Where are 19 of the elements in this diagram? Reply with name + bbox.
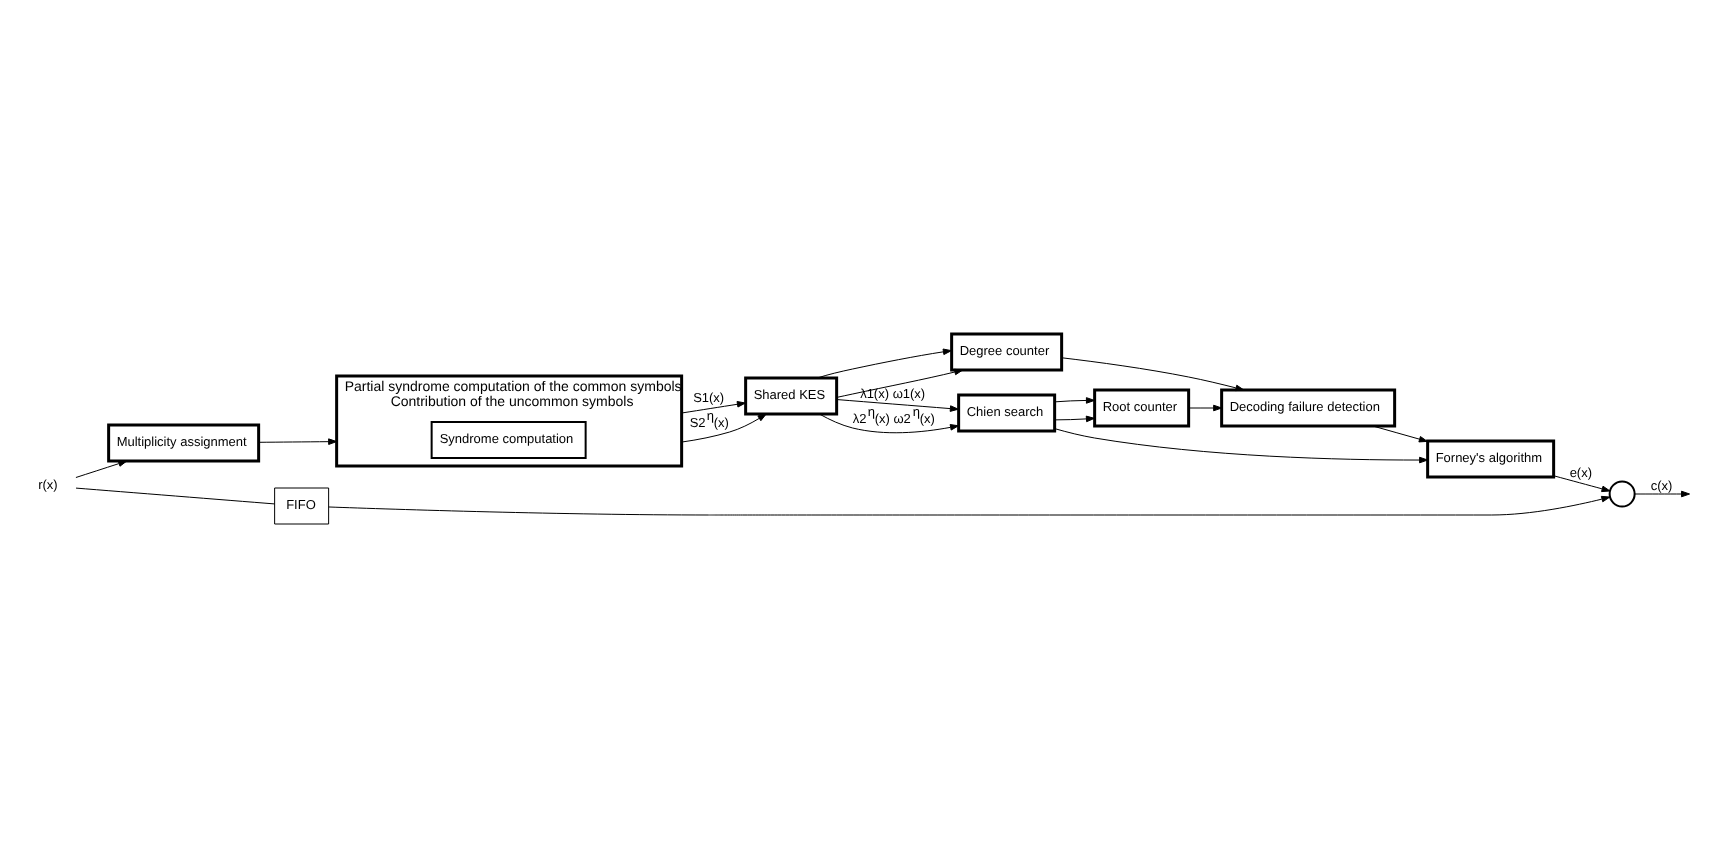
arrow bbox=[1188, 403, 1223, 411]
arrow bbox=[1054, 427, 1429, 463]
arrow bbox=[1634, 489, 1691, 497]
arrow bbox=[816, 347, 952, 378]
node-circle bbox=[1608, 479, 1636, 507]
arrow bbox=[258, 437, 338, 444]
arrow bbox=[681, 412, 767, 442]
arrow bbox=[1054, 396, 1095, 403]
arrow bbox=[1553, 474, 1611, 492]
arrow bbox=[75, 459, 128, 477]
arrow bbox=[836, 367, 964, 397]
arrow bbox=[1061, 356, 1245, 391]
arrow bbox=[836, 398, 959, 411]
arrow bbox=[1054, 414, 1095, 422]
arrow bbox=[328, 494, 1611, 515]
arrow bbox=[819, 412, 959, 433]
connector bbox=[75, 486, 276, 504]
arrow bbox=[1372, 424, 1428, 442]
arrow bbox=[681, 400, 746, 413]
